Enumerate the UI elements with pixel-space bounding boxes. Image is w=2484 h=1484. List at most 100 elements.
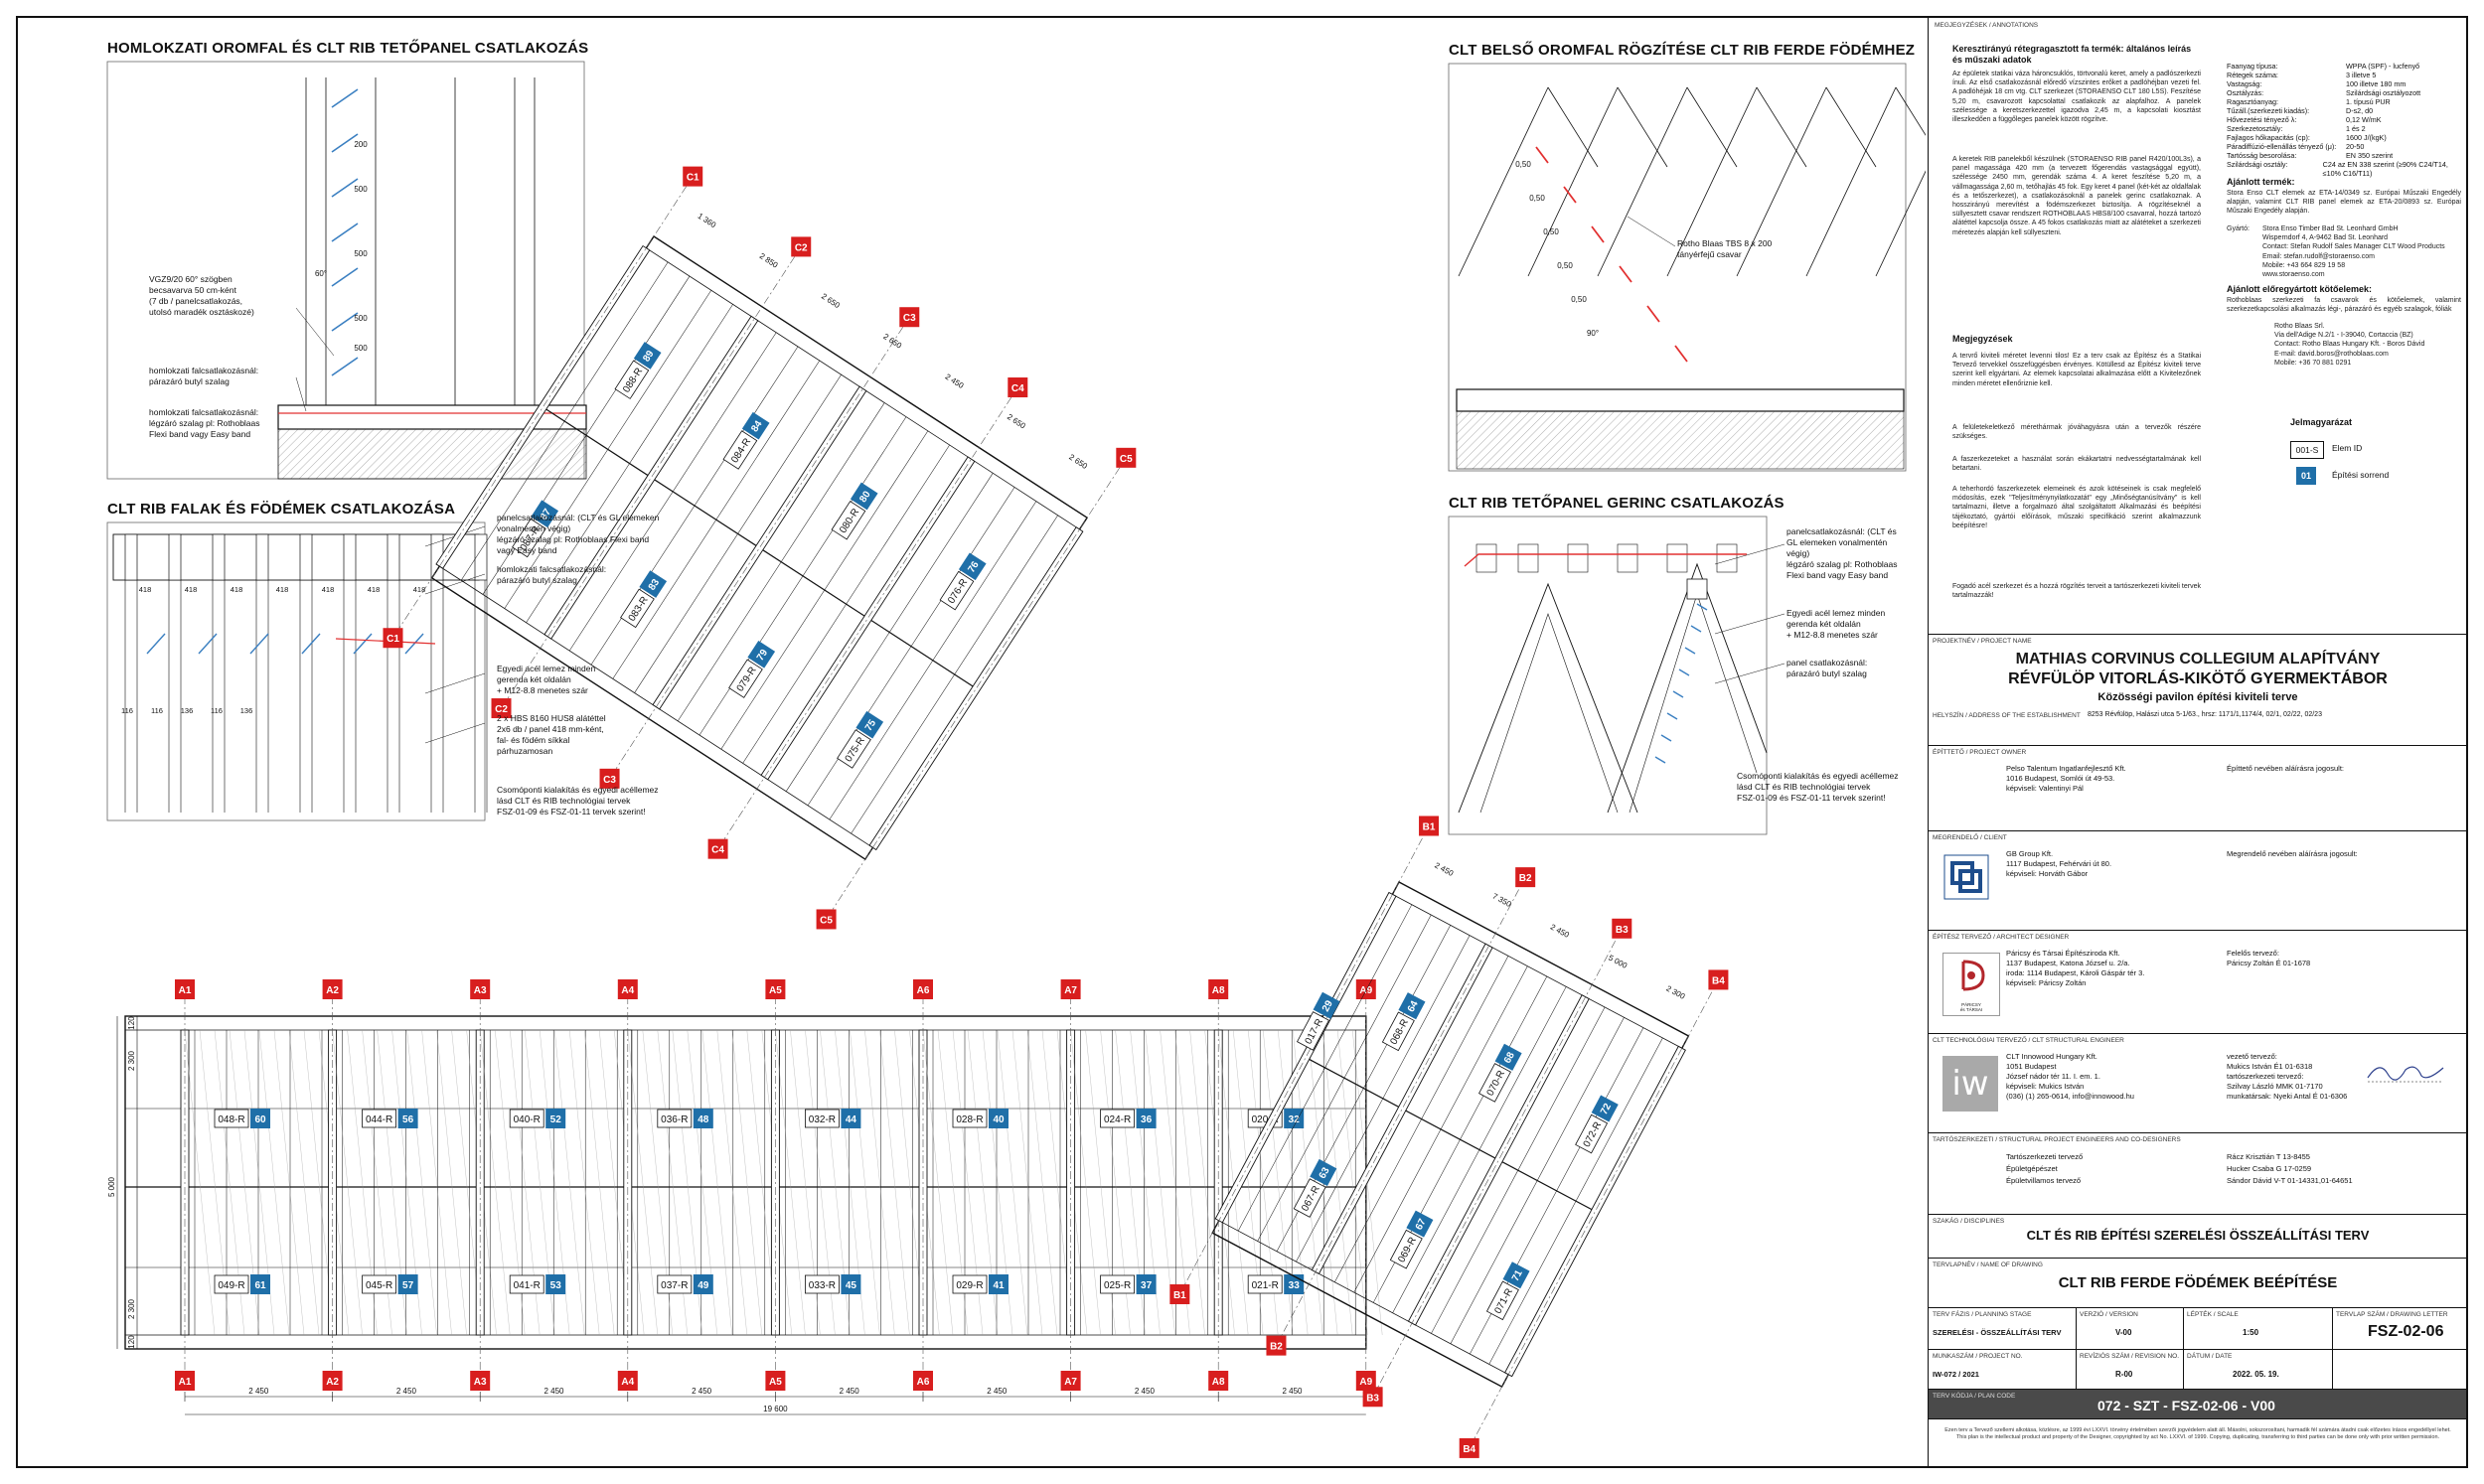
arch-designer: Felelős tervező: Páricsy Zoltán É 01-167… (2227, 949, 2311, 967)
grid-marker-label: A4 (621, 1377, 634, 1388)
d3-rafter (1527, 86, 1619, 277)
discipline-text: CLT ÉS RIB ÉPÍTÉSI SZERELÉSI ÖSSZEÁLLÍTÁ… (2026, 1228, 2370, 1243)
rotb-dimension: 5 000 (1607, 954, 1629, 971)
grid-marker-label: A2 (326, 985, 339, 996)
detail3-frame (1448, 63, 1907, 472)
approval-title: Ajánlott termék: (2227, 177, 2295, 187)
rotc-post (543, 315, 759, 640)
client-logo (1943, 854, 1989, 900)
grid-marker-label: B3 (1366, 1393, 1379, 1404)
d3-rafter (1825, 86, 1877, 168)
spec-row: Fajlagos hőkapacitás (cp):1600 J/(kgK) (2227, 133, 2465, 142)
panel-id-box (512, 518, 546, 558)
panel-label: 069-R67 (1389, 1210, 1434, 1269)
d4-screw (1684, 647, 1696, 655)
order-box (397, 1109, 418, 1128)
d2-dim: 418 (276, 585, 289, 594)
client-text: GB Group Kft. 1117 Budapest, Fehérvári ú… (2006, 849, 2112, 878)
notes-para-1: Az épületek statikai váza hároncsuklós, … (1952, 71, 2201, 124)
tb-meta-1: TERV FÁZIS / PLANNING STAGE SZERELÉSI - … (1929, 1308, 2466, 1350)
grid-marker-box (617, 979, 638, 999)
revision-value: R-00 (2115, 1370, 2133, 1379)
rotc-dimension: 2 650 (881, 332, 903, 351)
panel-id: 025-R (1104, 1280, 1131, 1291)
rotc-rib (460, 261, 669, 581)
grid-marker-box (1515, 867, 1536, 888)
project-name-1: MATHIAS CORVINUS COLLEGIUM ALAPÍTVÁNY (2015, 651, 2381, 668)
project-name-3: Közösségi pavilon építési kiviteli terve (2097, 691, 2298, 703)
grid-marker-box (491, 698, 512, 719)
bay-dimension: 2 450 (1282, 1387, 1303, 1396)
panel-id-box (1297, 1011, 1329, 1051)
grid-marker: A2 (322, 1371, 343, 1391)
spec-row: Szilárdsági osztály:C24 az EN 338 szerin… (2227, 160, 2465, 178)
rotb-rib (1296, 935, 1471, 1262)
panel-id: 024-R (1104, 1114, 1131, 1125)
panel-id: 049-R (218, 1280, 244, 1291)
client-sign-label: Megrendelő nevében aláírásra jogosult: (2227, 849, 2358, 858)
spec-key: Faanyag típusa: (2227, 62, 2278, 71)
revision-label: REVÍZIÓS SZÁM / REVISION NO. (2080, 1353, 2180, 1360)
grid-marker: B1 (1419, 816, 1440, 836)
approval-text: Stora Enso CLT elemek az ETA-14/0349 sz.… (2227, 190, 2461, 216)
bay-dimension: 2 450 (543, 1387, 564, 1396)
callout-ridge-plate: Egyedi acél lemez minden gerenda két old… (1786, 608, 1886, 640)
grid-marker-box (175, 979, 195, 999)
d3-beam (1456, 388, 1905, 412)
hatch-line (569, 1029, 600, 1336)
grid-marker-box (617, 1371, 638, 1391)
d2-screw (249, 633, 269, 655)
hatch-line (1322, 1029, 1353, 1336)
d1-screw (331, 357, 359, 376)
d3-wall (1456, 410, 1905, 470)
clt-logo: iw (1942, 1056, 1998, 1112)
d4-frame-inner (1479, 613, 1619, 814)
grid-marker: A9 (1355, 979, 1376, 999)
order-number: 29 (1320, 998, 1335, 1013)
grid-marker: C2 (791, 236, 812, 257)
panel-id-box (952, 1274, 988, 1294)
callout-steel-plate: Egyedi acél lemez minden gerenda két old… (497, 664, 596, 695)
tb-clt-engineer: CLT TECHNOLÓGIAI TERVEZŐ / CLT STRUCTURA… (1929, 1034, 2466, 1133)
grid-marker-label: C4 (711, 845, 724, 856)
bay-dimension: 2 450 (840, 1387, 860, 1396)
order-number: 67 (1414, 1217, 1429, 1232)
rotc-rib (504, 290, 712, 609)
grid-marker-box (1355, 979, 1376, 999)
grid-marker-label: A9 (1359, 1377, 1372, 1388)
grid-marker-label: A1 (179, 1377, 192, 1388)
grid-marker: A5 (765, 1371, 786, 1391)
rotb-line (1218, 1220, 1509, 1376)
callout-node-ref: Csomóponti kialakítás és egyedi acélleme… (497, 785, 659, 816)
d4-screw (1666, 712, 1678, 720)
notes-para-5: A faszerkezeteket a használat során ekák… (1952, 456, 2201, 473)
hatch-line (997, 1029, 1028, 1336)
order-box (693, 1109, 713, 1128)
panel-id: 041-R (514, 1280, 541, 1291)
panel-id-box (939, 570, 975, 611)
tb-meta-2: MUNKASZÁM / PROJECT NO. IW-072 / 2021 RE… (1929, 1350, 2466, 1390)
d1-dim: 500 (354, 249, 368, 258)
spec-value: 1. típusú PUR (2346, 97, 2391, 106)
grid-marker: B3 (1362, 1387, 1383, 1408)
heading-walls-floors: CLT RIB FALAK ÉS FÖDÉMEK CSATLAKOZÁSA (107, 501, 456, 518)
drawing-name: CLT RIB FERDE FÖDÉMEK BEÉPÍTÉSE (2058, 1274, 2338, 1291)
order-box (1494, 1043, 1522, 1071)
spec-key: Vastagság: (2227, 79, 2262, 88)
rotc-rib (742, 444, 950, 764)
panel-id: 048-R (218, 1114, 244, 1125)
rotb-rib (1488, 1037, 1663, 1365)
d2-rib (474, 533, 488, 581)
order-box (989, 1274, 1009, 1294)
d4-tape (1464, 553, 1747, 567)
grid-marker: C1 (383, 628, 403, 649)
order-number: 61 (254, 1280, 266, 1291)
grid-marker-box (383, 628, 403, 649)
d3-rafter (1666, 86, 1758, 277)
grid-marker: C1 (683, 166, 703, 187)
grid-marker: B1 (1169, 1283, 1190, 1304)
hatch-line (775, 1029, 806, 1336)
